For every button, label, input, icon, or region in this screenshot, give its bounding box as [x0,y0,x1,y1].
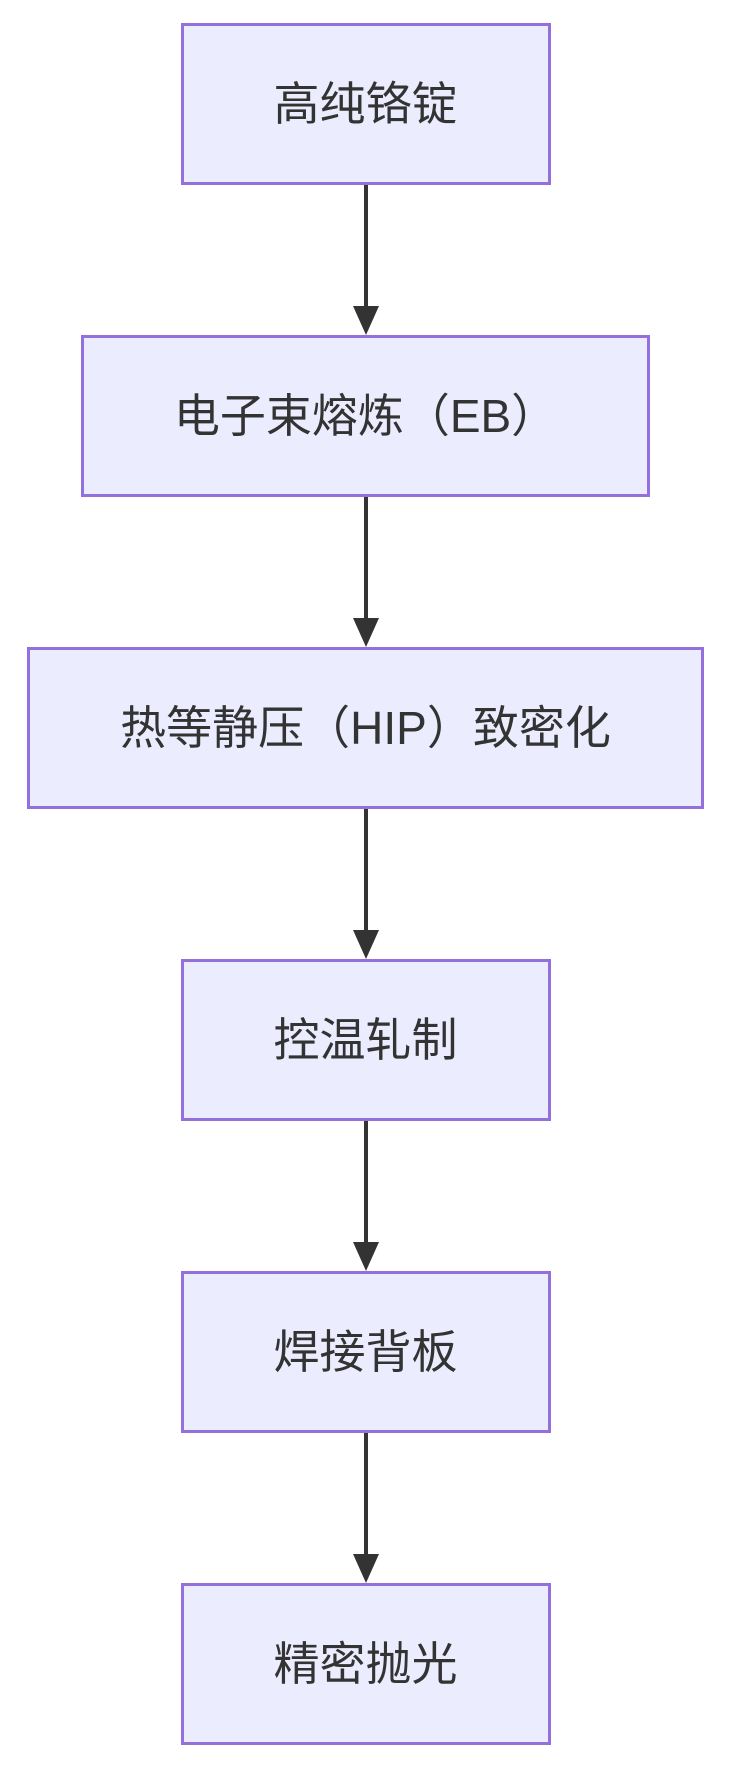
flow-node-label: 焊接背板 [273,1326,458,1378]
arrowhead-icon [352,1242,379,1271]
flow-node-eb-melting: 电子束熔炼（EB） [80,335,651,497]
flow-node-controlled-rolling: 控温轧制 [180,959,551,1121]
arrow-down [352,809,379,959]
flow-node-label: 控温轧制 [273,1014,458,1066]
flow-node-label: 精密抛光 [273,1638,458,1690]
arrow-down [352,185,379,335]
flow-node-label: 热等静压（HIP）致密化 [120,702,611,754]
arrowhead-icon [352,618,379,647]
arrowhead-icon [352,1554,379,1583]
flow-node-label: 高纯铬锭 [273,78,458,130]
arrow-shaft [363,1433,368,1554]
flow-node-backplate-welding: 焊接背板 [180,1271,551,1433]
arrow-shaft [363,1121,368,1242]
arrow-down [352,1121,379,1271]
flow-node-label: 电子束熔炼（EB） [173,390,558,442]
arrow-shaft [363,185,368,306]
arrow-shaft [363,809,368,930]
arrowhead-icon [352,930,379,959]
flow-node-precision-polishing: 精密抛光 [180,1583,551,1745]
flow-node-hip-densification: 热等静压（HIP）致密化 [27,647,704,809]
arrow-down [352,497,379,647]
flow-node-chromium-ingot: 高纯铬锭 [180,23,551,185]
arrow-down [352,1433,379,1583]
arrow-shaft [363,497,368,618]
arrowhead-icon [352,306,379,335]
